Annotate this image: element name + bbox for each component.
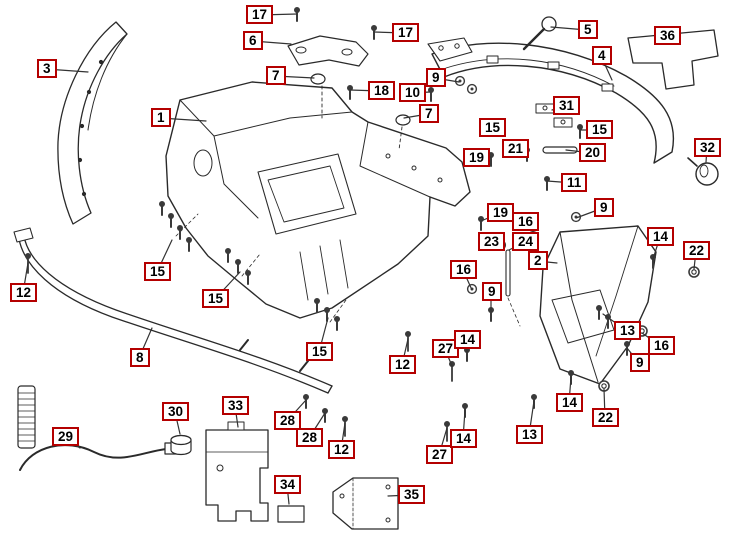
callout-10: 10 — [399, 83, 427, 102]
callout-8: 8 — [130, 348, 150, 367]
callout-19: 19 — [487, 203, 515, 222]
callout-17: 17 — [392, 23, 420, 42]
callout-9: 9 — [426, 68, 446, 87]
callout-24: 24 — [512, 232, 540, 251]
callout-15: 15 — [586, 120, 614, 139]
part-8-support-tube — [13, 227, 333, 394]
part-32-knob — [687, 157, 719, 186]
callout-15: 15 — [144, 262, 172, 281]
callout-9: 9 — [594, 198, 614, 217]
callout-27: 27 — [432, 339, 460, 358]
callout-6: 6 — [243, 31, 263, 50]
screw-icon — [576, 123, 584, 139]
callout-21: 21 — [502, 139, 530, 158]
screw-icon — [302, 393, 310, 409]
washer-icon — [466, 83, 478, 95]
part-20-rod — [542, 146, 578, 154]
callout-28: 28 — [274, 411, 302, 430]
callout-12: 12 — [10, 283, 38, 302]
callout-15: 15 — [202, 289, 230, 308]
callout-28: 28 — [296, 428, 324, 447]
callout-13: 13 — [614, 321, 642, 340]
callout-9: 9 — [630, 353, 650, 372]
callout-22: 22 — [592, 408, 620, 427]
part-1-body-cover — [165, 81, 471, 319]
callout-14: 14 — [647, 227, 675, 246]
callout-15: 15 — [306, 342, 334, 361]
part-33-bracket — [205, 421, 269, 522]
screw-icon — [427, 86, 435, 102]
callout-34: 34 — [274, 475, 302, 494]
callout-14: 14 — [454, 330, 482, 349]
part-6-bracket — [287, 35, 369, 67]
part-34-pad — [277, 505, 305, 523]
callout-12: 12 — [328, 440, 356, 459]
callout-1: 1 — [151, 108, 171, 127]
washer-icon — [454, 75, 466, 87]
screw-icon — [167, 212, 175, 228]
assembly-guide-lines — [175, 213, 521, 327]
screw-icon — [333, 315, 341, 331]
bolt-icon — [448, 360, 456, 382]
part-23-24-pin — [505, 249, 511, 297]
callout-19: 19 — [463, 148, 491, 167]
callout-15: 15 — [479, 118, 507, 137]
callout-4: 4 — [592, 46, 612, 65]
callout-30: 30 — [162, 402, 190, 421]
screw-icon — [321, 407, 329, 423]
part-4-rear-rail — [427, 37, 675, 164]
callout-7: 7 — [266, 66, 286, 85]
screw-icon — [477, 215, 485, 231]
callout-31: 31 — [553, 96, 581, 115]
callout-7: 7 — [419, 104, 439, 123]
callout-16: 16 — [648, 336, 676, 355]
part-35-plate — [332, 477, 399, 530]
callout-3: 3 — [37, 59, 57, 78]
callout-12: 12 — [389, 355, 417, 374]
screw-icon — [323, 306, 331, 322]
part-30-cap — [170, 434, 192, 456]
callout-13: 13 — [516, 425, 544, 444]
callout-32: 32 — [694, 138, 722, 157]
callout-18: 18 — [368, 81, 396, 100]
screw-icon — [158, 200, 166, 216]
part-29-strap-cable — [17, 385, 181, 471]
callout-16: 16 — [450, 260, 478, 279]
screw-icon — [543, 175, 551, 191]
callout-29: 29 — [52, 427, 80, 446]
part-36-bracket — [627, 29, 719, 90]
part-3-fender-trim — [57, 21, 128, 225]
callout-33: 33 — [222, 396, 250, 415]
callout-14: 14 — [556, 393, 584, 412]
screw-icon — [185, 236, 193, 252]
callout-16: 16 — [512, 212, 540, 231]
callout-23: 23 — [478, 232, 506, 251]
callout-17: 17 — [246, 5, 274, 24]
part-5-pin — [522, 16, 557, 51]
callout-14: 14 — [450, 429, 478, 448]
callout-36: 36 — [654, 26, 682, 45]
callout-35: 35 — [398, 485, 426, 504]
callout-27: 27 — [426, 445, 454, 464]
callout-22: 22 — [683, 241, 711, 260]
callout-2: 2 — [528, 251, 548, 270]
callout-20: 20 — [579, 143, 607, 162]
screw-icon — [346, 84, 354, 100]
callout-11: 11 — [561, 173, 588, 192]
screw-icon — [176, 224, 184, 240]
callout-5: 5 — [578, 20, 598, 39]
callout-9: 9 — [482, 282, 502, 301]
